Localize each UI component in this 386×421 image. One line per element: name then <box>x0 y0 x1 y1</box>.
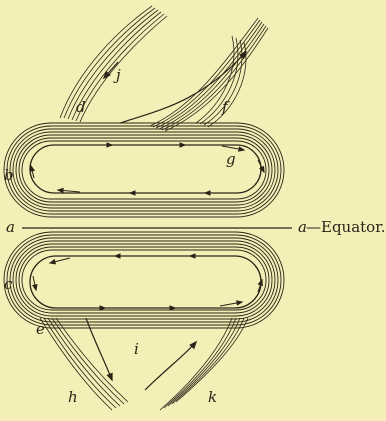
current-k <box>145 318 248 410</box>
label-e: e <box>36 320 45 338</box>
label-i: i <box>134 340 139 358</box>
current-h <box>40 318 128 410</box>
northern-cell <box>4 123 284 217</box>
equator-label: —Equator. <box>306 218 386 236</box>
southern-cell-arrows <box>33 256 262 308</box>
label-h: h <box>68 388 78 406</box>
label-a-left: a <box>6 218 15 236</box>
label-c: c <box>4 275 13 293</box>
label-k: k <box>208 388 217 406</box>
label-g: g <box>226 150 236 168</box>
label-b: b <box>4 166 14 184</box>
label-d: d <box>76 98 86 116</box>
current-d-to-f <box>120 18 268 131</box>
southern-cell <box>4 232 284 328</box>
